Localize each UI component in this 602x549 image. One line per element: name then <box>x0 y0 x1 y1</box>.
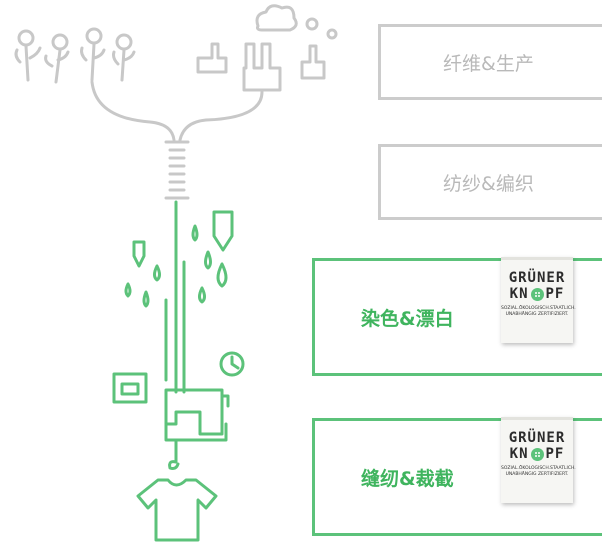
tshirt-hanger-icon <box>136 438 218 542</box>
stage-fiber-production: 纤维&生产 <box>378 24 602 100</box>
button-icon <box>530 447 544 461</box>
stage-label: 纺纱&编织 <box>443 172 534 195</box>
stage-label: 缝纫&裁截 <box>361 467 454 490</box>
button-icon <box>530 287 544 301</box>
dye-drop-icon <box>124 210 234 308</box>
sewing-machine-icon <box>112 372 230 442</box>
stage-label: 纤维&生产 <box>443 52 534 75</box>
factory-icon <box>178 4 338 142</box>
stage-sewing-cutting: 缝纫&裁截 GRÜNER KN PF SOZIAL.ÖKOLOGISCH.STA… <box>312 417 602 536</box>
clock-icon <box>219 351 245 377</box>
stage-label: 染色&漂白 <box>361 307 454 330</box>
gruener-knopf-label: GRÜNER KN PF SOZIAL.ÖKOLOGISCH.STAATLICH… <box>501 257 576 343</box>
stage-spinning-weaving: 纺纱&编织 <box>378 144 602 220</box>
gruener-knopf-label: GRÜNER KN PF SOZIAL.ÖKOLOGISCH.STAATLICH… <box>501 417 576 503</box>
cotton-plant-icon <box>14 27 176 142</box>
stage-dyeing-bleaching: 染色&漂白 GRÜNER KN PF SOZIAL.ÖKOLOGISCH.STA… <box>312 257 602 376</box>
thread-spool-icon <box>164 140 190 200</box>
